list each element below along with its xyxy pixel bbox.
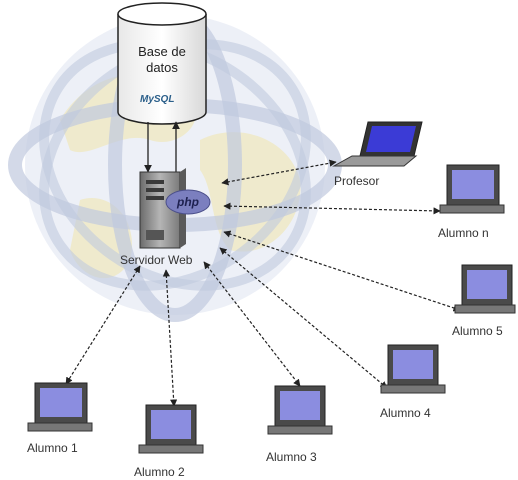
database-label-line1: Base de — [138, 44, 186, 59]
label-alumno-1: Alumno 1 — [27, 441, 78, 455]
server-label: Servidor Web — [120, 253, 193, 267]
monitor-alumno-5 — [454, 264, 516, 314]
php-logo-text: php — [176, 195, 199, 209]
link-profesor — [221, 159, 337, 186]
label-alumno-4: Alumno 4 — [380, 406, 431, 420]
label-alumno-n: Alumno n — [438, 226, 489, 240]
database-label: Base de datos — [122, 44, 202, 76]
monitor-alumno-1 — [27, 382, 93, 432]
link-alumno-1 — [65, 265, 141, 385]
monitor-alumno-n — [439, 164, 505, 214]
link-alumno-4 — [219, 247, 388, 389]
link-alumno-2 — [162, 269, 178, 407]
monitor-alumno-2 — [138, 404, 204, 454]
link-alumno-n — [223, 202, 441, 215]
globe-background — [8, 8, 342, 322]
laptop-icon — [332, 121, 423, 167]
monitor-alumno-4 — [380, 344, 446, 394]
database-cylinder — [117, 2, 207, 125]
monitor-alumno-3 — [267, 385, 333, 435]
label-alumno-3: Alumno 3 — [266, 450, 317, 464]
link-alumno-5 — [223, 230, 461, 312]
connection-lines — [65, 159, 461, 407]
link-alumno-3 — [203, 261, 301, 387]
mysql-logo: MySQL — [140, 94, 175, 105]
server-tower — [139, 168, 186, 249]
label-profesor: Profesor — [334, 174, 380, 188]
php-logo — [165, 189, 211, 215]
database-label-line2: datos — [146, 60, 178, 75]
label-alumno-5: Alumno 5 — [452, 324, 503, 338]
label-alumno-2: Alumno 2 — [134, 465, 185, 479]
